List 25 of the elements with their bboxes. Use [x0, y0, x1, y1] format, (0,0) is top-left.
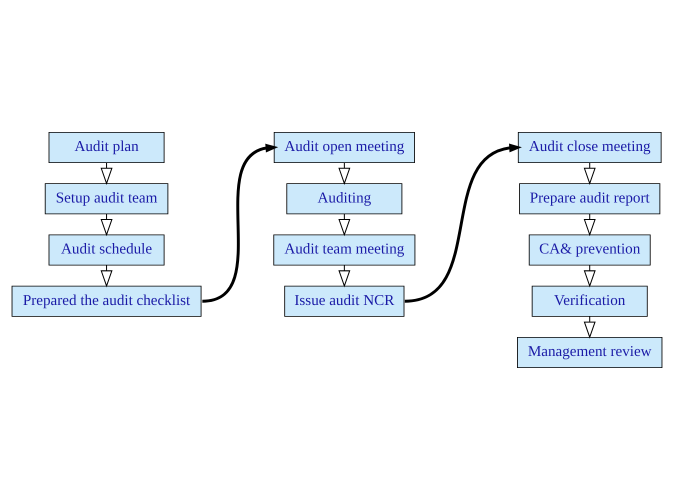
node-box: Issue audit NCR	[284, 286, 404, 317]
arrow	[202, 144, 278, 303]
arrow	[100, 265, 113, 288]
node-box: CA& prevention	[528, 234, 651, 266]
node-box: Audit team meeting	[273, 234, 416, 266]
arrow	[584, 162, 596, 185]
node-box: Verification	[532, 286, 648, 317]
arrow	[338, 162, 350, 185]
node-box: Audit plan	[48, 132, 165, 164]
node-box: Prepared the audit checklist	[12, 286, 202, 317]
node-box: Audit schedule	[48, 234, 165, 266]
arrow	[100, 162, 113, 185]
node-box: Setup audit team	[44, 183, 168, 214]
node-box: Prepare audit report	[519, 183, 660, 214]
arrow	[584, 265, 596, 288]
arrow	[404, 144, 522, 303]
arrow	[584, 214, 596, 236]
node-box: Auditing	[286, 183, 402, 214]
arrow	[100, 214, 113, 236]
node-box: Audit open meeting	[274, 132, 415, 164]
arrow	[338, 214, 350, 236]
node-box: Management review	[517, 336, 662, 368]
arrow	[584, 316, 596, 339]
arrow	[338, 265, 350, 288]
node-box: Audit close meeting	[518, 132, 662, 164]
